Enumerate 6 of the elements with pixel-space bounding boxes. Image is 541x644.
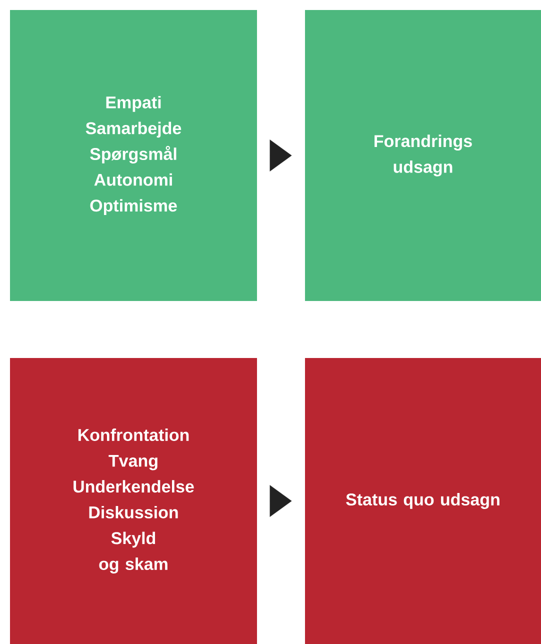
text-box: Status quo udsagn xyxy=(305,358,541,644)
arrow xyxy=(270,485,292,517)
text-box: Empati Samarbejde Spørgsmål Autonomi Optimisme xyxy=(10,10,257,301)
text-box: Forandrings udsagn xyxy=(305,10,541,301)
text-box: Konfrontation Tvang Underkendelse Diskussion Skyld og skam xyxy=(10,358,257,644)
arrow xyxy=(270,140,292,172)
